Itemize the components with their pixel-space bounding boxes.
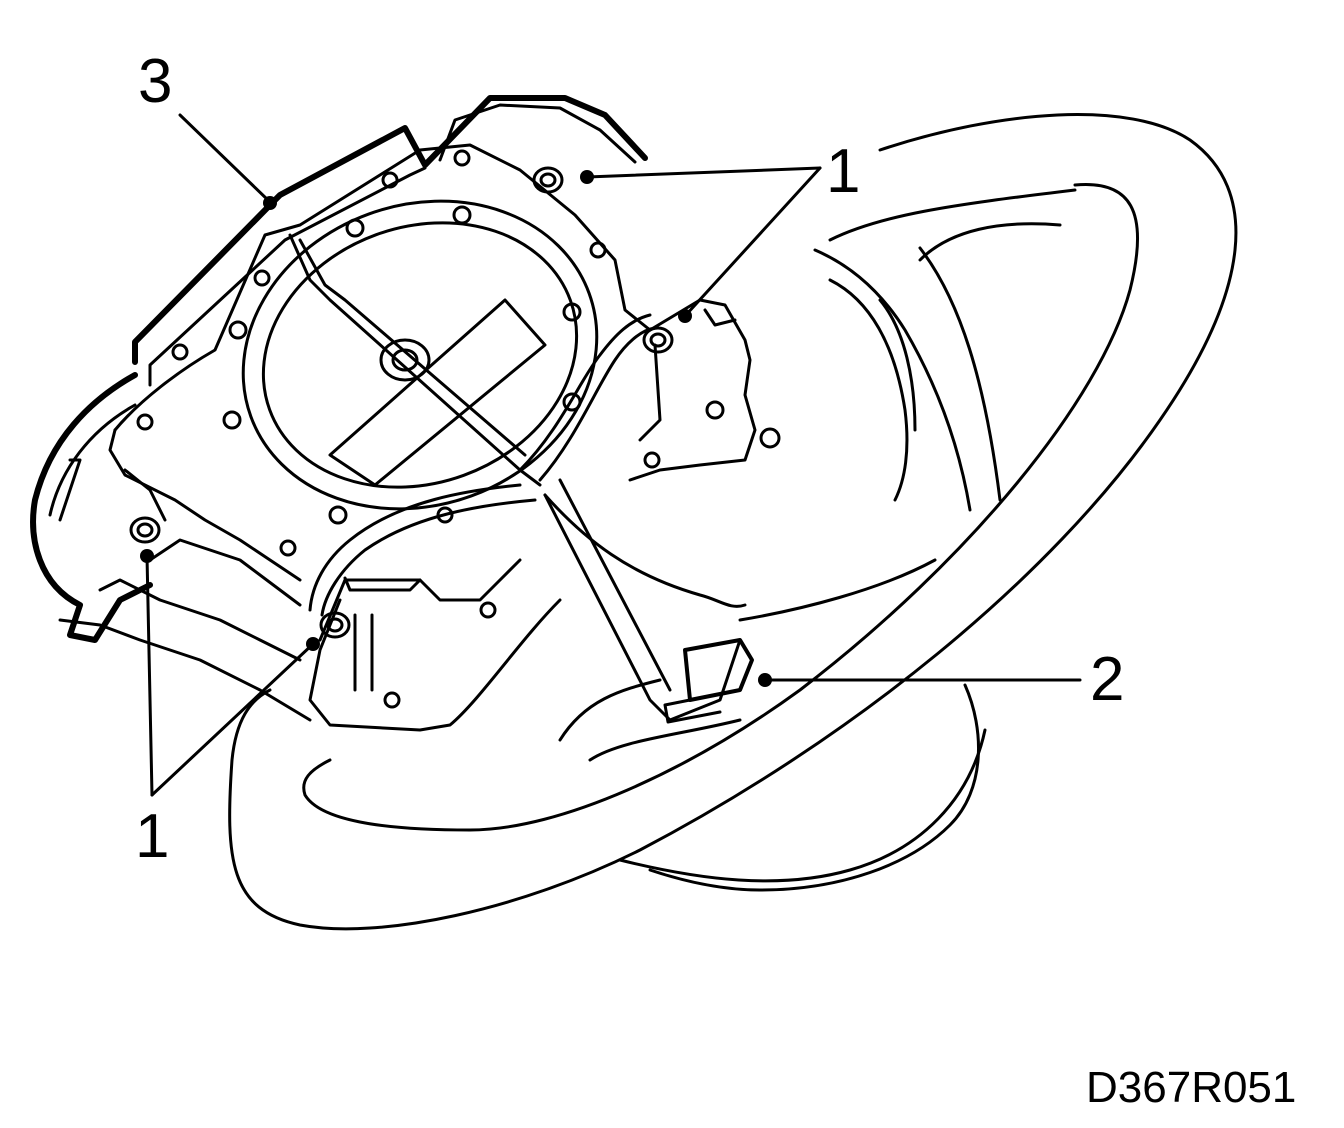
callout-dots (140, 170, 772, 687)
callout-leaders (145, 113, 1082, 797)
airbag-module-housing (30, 95, 781, 732)
mounting-bolts (129, 166, 674, 639)
figure-code: D367R051 (1086, 1063, 1296, 1112)
steering-wheel-rim (228, 113, 1238, 931)
callout-label-3: 3 (138, 47, 172, 116)
callout-label-1-bottom: 1 (135, 802, 169, 871)
module-studs (136, 149, 781, 709)
callout-label-2: 2 (1090, 645, 1124, 714)
callout-label-1-top: 1 (826, 137, 860, 206)
